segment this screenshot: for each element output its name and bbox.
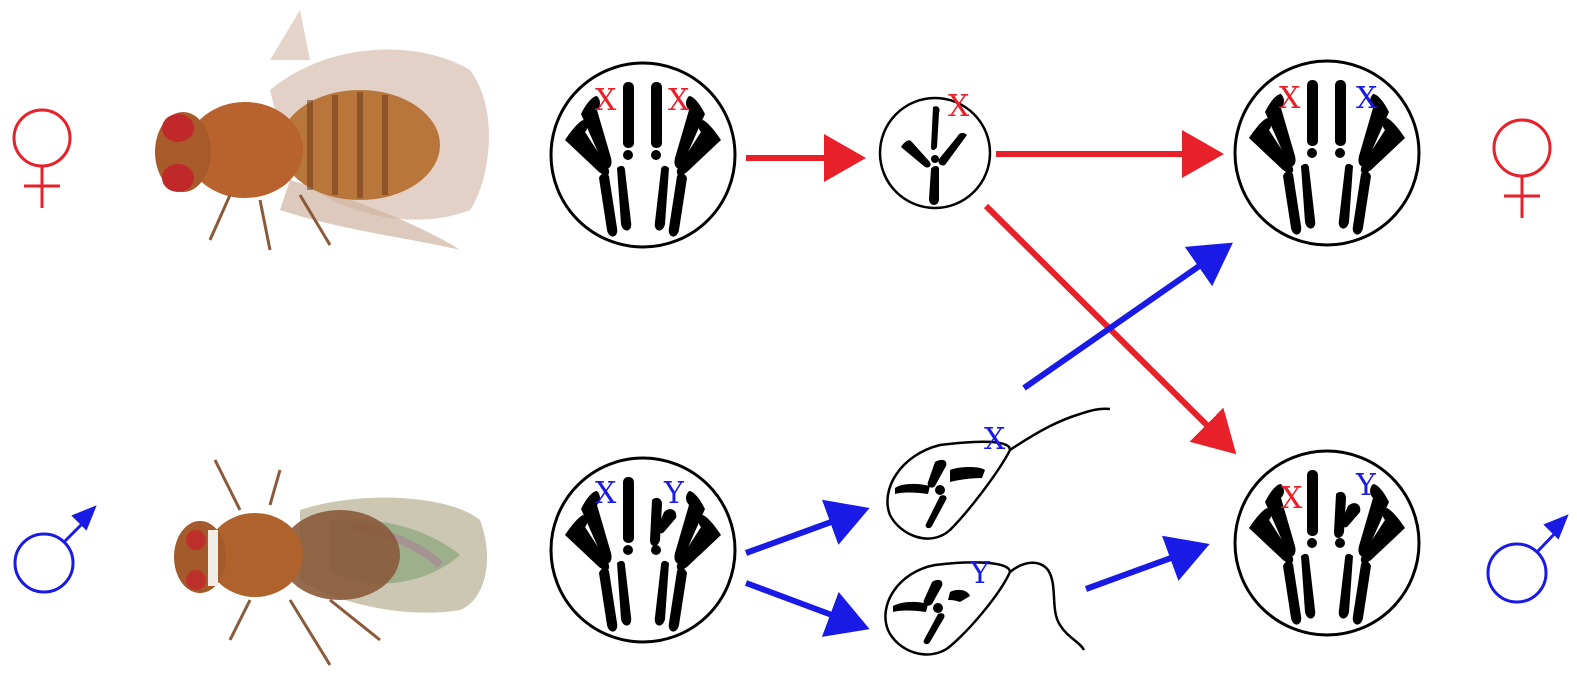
son-cell: X Y	[1235, 451, 1419, 635]
chrom-label-male-left: X	[595, 476, 617, 511]
daughter-cell: X X	[1235, 61, 1419, 245]
chrom-label-female-left: X	[595, 83, 617, 118]
male-symbol-left-icon	[15, 508, 94, 592]
arrow-father-to-sperm-y	[746, 583, 864, 627]
chrom-label-male-right: Y	[663, 476, 685, 511]
arrow-sperm-y-to-son	[1086, 546, 1204, 589]
chrom-label-sperm-y: Y	[969, 556, 991, 591]
chrom-label-son-right: Y	[1355, 468, 1377, 503]
male-fly-image	[174, 460, 487, 665]
female-symbol-left-icon	[14, 110, 70, 208]
female-fly-image	[155, 10, 489, 250]
arrow-father-to-sperm-x	[746, 510, 864, 553]
chrom-label-female-right: X	[668, 83, 690, 118]
male-parent-cell: X Y	[551, 458, 735, 642]
chrom-label-egg: X	[948, 89, 970, 124]
male-symbol-right-icon	[1488, 517, 1566, 602]
sperm-y-cell: Y	[885, 556, 1084, 654]
chrom-label-son-left: X	[1281, 481, 1303, 516]
egg-cell: X	[880, 89, 990, 208]
chrom-label-daughter-left: X	[1279, 81, 1301, 116]
female-symbol-right-icon	[1494, 120, 1550, 218]
sperm-x-cell: X	[887, 409, 1110, 539]
chrom-label-daughter-right: X	[1356, 81, 1378, 116]
female-parent-cell: X X	[551, 63, 735, 247]
chrom-label-sperm-x: X	[984, 422, 1006, 457]
arrow-sperm-x-to-daughter	[1024, 246, 1228, 388]
